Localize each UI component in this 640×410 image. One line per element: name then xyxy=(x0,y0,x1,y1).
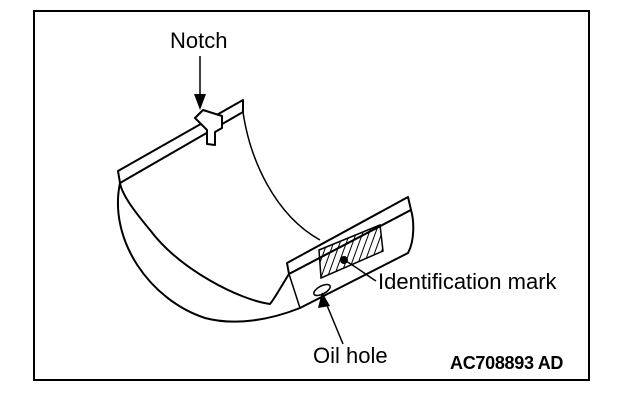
notch-label: Notch xyxy=(170,28,228,53)
notch-tab xyxy=(194,109,223,146)
identification-mark-label: Identification mark xyxy=(378,269,557,294)
oil-hole-leader xyxy=(325,302,344,345)
bearing-left-flange xyxy=(117,99,244,184)
oil-hole xyxy=(313,283,331,297)
bearing-front-edge xyxy=(288,273,301,309)
figure-code: AC708893 AD xyxy=(450,353,564,373)
oil-hole-label: Oil hole xyxy=(313,343,388,368)
identification-leader xyxy=(343,259,377,282)
bearing-outer-shell xyxy=(117,182,415,323)
identification-mark-area xyxy=(318,223,384,280)
notch-arrowhead xyxy=(194,94,206,110)
bearing-inner-curve xyxy=(242,111,321,241)
oil-hole-arrowhead xyxy=(318,292,330,308)
